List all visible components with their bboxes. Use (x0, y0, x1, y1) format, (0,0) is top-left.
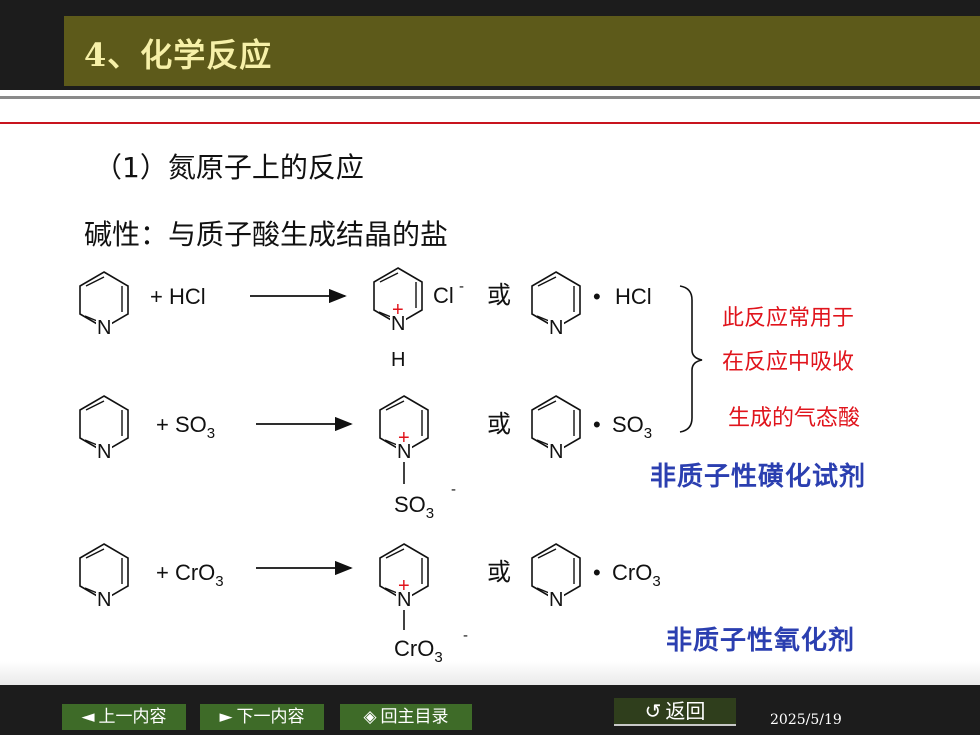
complex-dot: • (593, 560, 601, 585)
return-arrow-icon: ↺ (644, 699, 662, 723)
chloride-charge: - (459, 278, 464, 295)
next-content-button[interactable]: ►下一内容 (200, 704, 324, 730)
pyridinium-so3: N + (379, 395, 429, 484)
nitrogen-label: N (97, 589, 111, 611)
positive-charge: + (398, 575, 410, 597)
home-label: 回主目录 (380, 707, 449, 727)
diamond-icon: ◈ (363, 707, 377, 727)
nitrogen-label: N (97, 317, 111, 339)
basicity-subtitle: 碱性：与质子酸生成结晶的盐 (84, 218, 449, 251)
pyridine-3: N (79, 543, 129, 611)
note-line-2: 在反应中吸收 (722, 350, 855, 375)
note-line-1: 此反应常用于 (722, 306, 855, 331)
pyridine-2: N (79, 395, 129, 463)
hydrogen-label: H (391, 349, 405, 371)
positive-charge: + (392, 299, 404, 321)
complex-hcl: HCl (615, 284, 652, 309)
substituent-so3: SO3 (394, 492, 434, 522)
note-line-3: 生成的气态酸 (728, 406, 861, 431)
pyridine-1: N (79, 271, 129, 339)
reagent-cro3: + CrO3 (156, 560, 224, 590)
or-label: 或 (487, 411, 511, 438)
slide-body (0, 90, 980, 685)
page-title: 4、化学反应 (84, 36, 273, 74)
chromate-charge: - (463, 627, 468, 644)
slide-date: 2025/5/19 (770, 712, 842, 728)
section-heading: （1）氮原子上的反应 (94, 151, 364, 184)
title-bar (64, 16, 980, 86)
or-label: 或 (487, 282, 511, 309)
substituent-cro3: CrO3 (394, 636, 443, 666)
main-menu-button[interactable]: ◈回主目录 (340, 704, 472, 730)
sulfonating-agent-label: 非质子性磺化试剂 (650, 462, 867, 492)
complex-dot: • (593, 284, 601, 309)
or-label: 或 (487, 559, 511, 586)
reagent-so3: + SO3 (156, 412, 215, 442)
divider-red (0, 122, 980, 124)
positive-charge: + (398, 427, 410, 449)
reagent-hcl: + HCl (150, 284, 206, 309)
triangle-left-icon: ◄ (81, 707, 95, 727)
nitrogen-label: N (549, 441, 563, 463)
complex-dot: • (593, 412, 601, 437)
pyridinium-hcl: N + H (373, 267, 423, 371)
next-label: 下一内容 (236, 707, 305, 727)
return-button[interactable]: ↺返回 (614, 698, 736, 726)
triangle-right-icon: ► (219, 707, 233, 727)
nitrogen-label: N (549, 317, 563, 339)
nitrogen-label: N (391, 313, 405, 335)
pyridine-hcl-complex: N (531, 271, 581, 339)
sulfonate-charge: - (451, 481, 456, 498)
divider-grey (0, 96, 980, 99)
nitrogen-label: N (549, 589, 563, 611)
pyridinium-cro3: N + (379, 543, 429, 630)
grouping-brace (679, 285, 703, 433)
prev-label: 上一内容 (98, 707, 167, 727)
pyridine-cro3-complex: N (531, 543, 581, 611)
nitrogen-label: N (397, 589, 411, 611)
pyridine-so3-complex: N (531, 395, 581, 463)
complex-cro3: CrO3 (612, 560, 661, 590)
nitrogen-label: N (97, 441, 111, 463)
chloride-ion: Cl (433, 283, 454, 308)
oxidizing-agent-label: 非质子性氧化剂 (666, 626, 856, 656)
nitrogen-label: N (397, 441, 411, 463)
complex-so3: SO3 (612, 412, 652, 442)
prev-content-button[interactable]: ◄上一内容 (62, 704, 186, 730)
return-label: 返回 (665, 699, 706, 723)
